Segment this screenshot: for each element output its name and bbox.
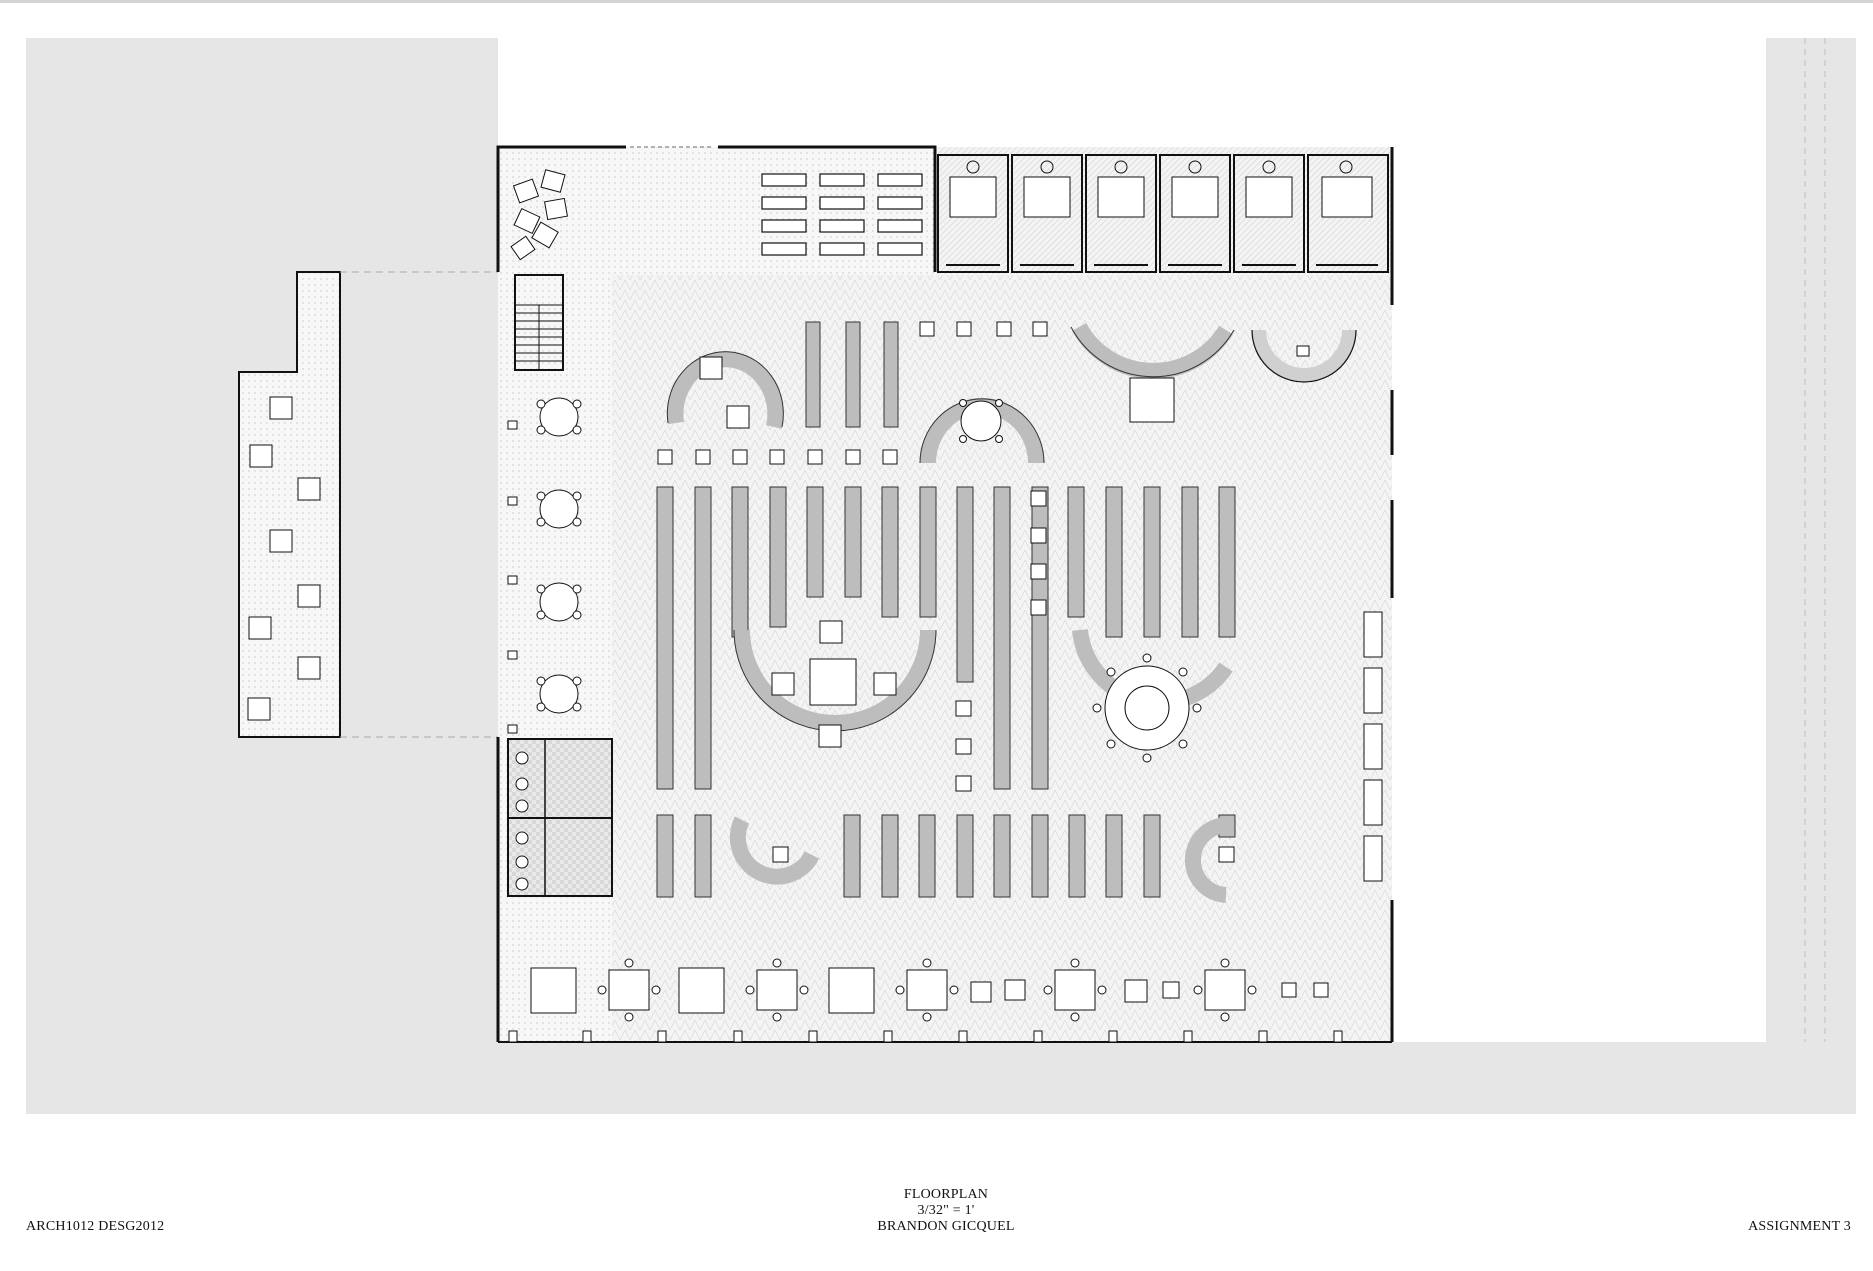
round-table <box>536 674 582 714</box>
square-table <box>597 958 661 1022</box>
title-block: FLOORPLAN 3/32" = 1' BRANDON GICQUEL <box>836 1187 1056 1235</box>
study-rooms <box>937 154 1389 273</box>
drawing-title: FLOORPLAN <box>903 1187 989 1202</box>
planters <box>247 356 1329 1014</box>
restrooms <box>507 738 613 897</box>
square-tables-bottom <box>597 958 1257 1022</box>
lounge-chairs <box>510 169 568 261</box>
round-table-small <box>959 399 1003 443</box>
round-tables-left <box>536 397 582 714</box>
square-table <box>1043 958 1107 1022</box>
study-room <box>1307 154 1389 273</box>
square-table <box>895 958 959 1022</box>
round-meeting-tables <box>959 399 1202 763</box>
computer-desks <box>761 173 923 256</box>
study-room <box>937 154 1009 273</box>
round-table <box>536 397 582 437</box>
exterior-walls <box>496 145 1394 1043</box>
round-table-large <box>1092 653 1202 763</box>
round-table <box>536 582 582 622</box>
study-room <box>1233 154 1305 273</box>
study-room <box>1011 154 1083 273</box>
lounge-sofas <box>1363 611 1383 882</box>
drawing-scale: 3/32" = 1' <box>917 1203 975 1218</box>
drawing-author: BRANDON GICQUEL <box>877 1219 1015 1234</box>
bookshelves <box>656 321 1236 898</box>
curved-bookshelves-outline <box>666 326 1235 732</box>
assignment-label: ASSIGNMENT 3 <box>1748 1219 1851 1234</box>
study-room <box>1159 154 1231 273</box>
columns <box>507 420 1343 1043</box>
reading-stools <box>657 321 1048 465</box>
stairs <box>514 274 564 371</box>
study-room <box>1085 154 1157 273</box>
square-table <box>1193 958 1257 1022</box>
round-table <box>536 489 582 529</box>
building-floor <box>498 147 1392 1042</box>
square-table <box>745 958 809 1022</box>
information-desk <box>1251 329 1357 383</box>
course-code: ARCH1012 DESG2012 <box>26 1219 165 1234</box>
